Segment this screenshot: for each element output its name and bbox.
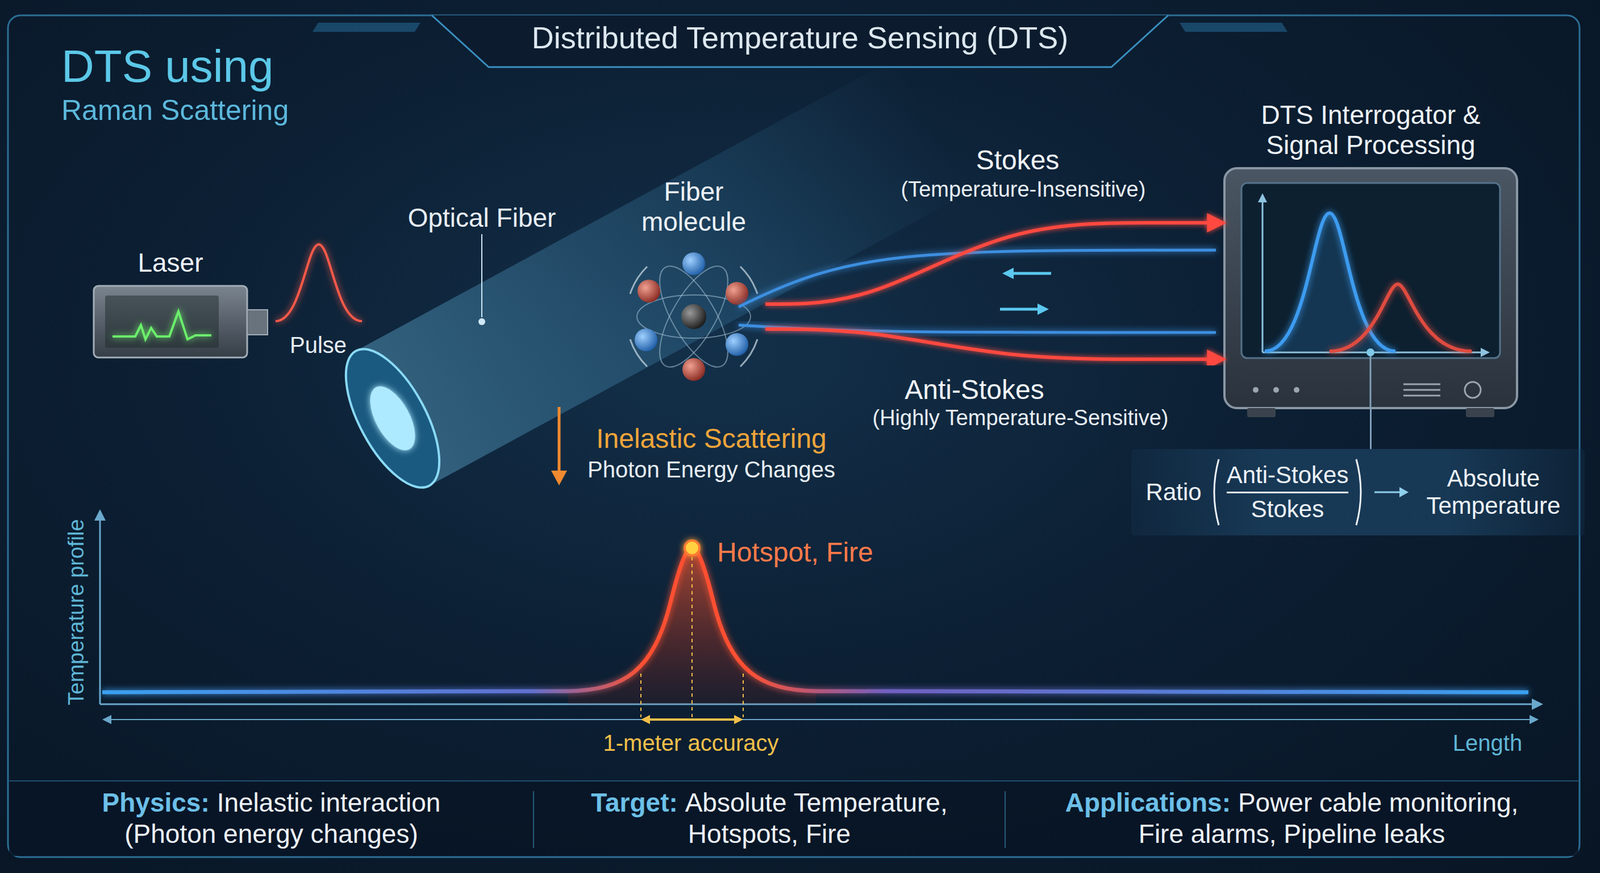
panel-text: Target: bbox=[590, 787, 678, 818]
stokes-label: Stokes bbox=[976, 144, 1060, 176]
laser-box: Laser bbox=[93, 285, 248, 358]
leader-connector bbox=[1369, 407, 1372, 449]
signal-arrow bbox=[247, 320, 623, 324]
ratio-panel: Ratio Anti-StokesStokes Absolute Temperatu… bbox=[1131, 448, 1586, 536]
fraction-numerator: Anti-Stokes bbox=[1226, 461, 1349, 489]
panel-text: Physics: bbox=[102, 787, 210, 818]
info-panel: Applications:Power cable monitoring, Fir… bbox=[1005, 780, 1579, 856]
arrow-symbol bbox=[1374, 491, 1402, 494]
scattering-note: Photon Energy Changes bbox=[587, 456, 836, 483]
panel-text-block: Target:Absolute Temperature, Hotspots, F… bbox=[570, 786, 969, 850]
bracket-symbol bbox=[1356, 459, 1361, 525]
anti-stokes-label: Anti-Stokes bbox=[904, 373, 1044, 406]
anti-stokes-note: (Highly Temperature-Sensitive) bbox=[872, 405, 1169, 431]
bracket-symbol bbox=[1214, 459, 1219, 525]
title-text: Distributed Temperature Sensing (DTS) bbox=[531, 19, 1069, 56]
accuracy-label: 1-meter accuracy bbox=[603, 729, 779, 756]
fiber-label: Optical Fiber bbox=[407, 202, 557, 233]
subheading-text: Raman Scattering bbox=[61, 94, 289, 128]
axis-label: Temperature profile bbox=[64, 518, 90, 705]
arrow-symbol bbox=[1373, 483, 1410, 501]
ratio-result: Absolute Temperature bbox=[1416, 464, 1570, 520]
pulse-label: Pulse bbox=[289, 331, 347, 358]
panel-text: Absolute Temperature, Hotspots, Fire bbox=[685, 787, 948, 849]
bracket-symbol bbox=[1208, 456, 1223, 528]
node-heading: DTS Interrogator & Signal Processing bbox=[1234, 100, 1508, 161]
molecule-node: Fiber molecule bbox=[622, 244, 766, 389]
stokes-note: (Temperature-Insensitive) bbox=[901, 177, 1147, 203]
fraction-bar bbox=[1226, 491, 1349, 494]
panel-text: Applications: bbox=[1065, 787, 1231, 818]
arrow-symbol bbox=[1399, 486, 1409, 498]
scattering-label: Inelastic Scattering bbox=[596, 422, 827, 454]
fraction: Anti-StokesStokes bbox=[1226, 461, 1349, 523]
interrogator-monitor: DTS Interrogator & Signal Processing bbox=[1224, 168, 1518, 408]
fraction-denominator: Stokes bbox=[1251, 495, 1324, 523]
axis-label: Length bbox=[1452, 729, 1523, 756]
signal-arrow bbox=[765, 328, 1225, 360]
info-panel: Physics:Inelastic interaction (Photon en… bbox=[9, 780, 534, 856]
ratio-text: Ratio bbox=[1146, 478, 1202, 506]
panel-text-block: Applications:Power cable monitoring, Fir… bbox=[1053, 786, 1531, 850]
bracket-symbol bbox=[1352, 456, 1367, 528]
node-heading: Laser bbox=[85, 247, 256, 278]
info-panel: Target:Absolute Temperature, Hotspots, F… bbox=[533, 780, 1006, 856]
hotspot-label: Hotspot, Fire bbox=[717, 536, 874, 568]
node-heading: Fiber molecule bbox=[625, 176, 762, 237]
signal-arrow bbox=[765, 222, 1225, 304]
heading-text: DTS using bbox=[61, 40, 274, 93]
panel-text-block: Physics:Inelastic interaction (Photon en… bbox=[78, 786, 465, 850]
